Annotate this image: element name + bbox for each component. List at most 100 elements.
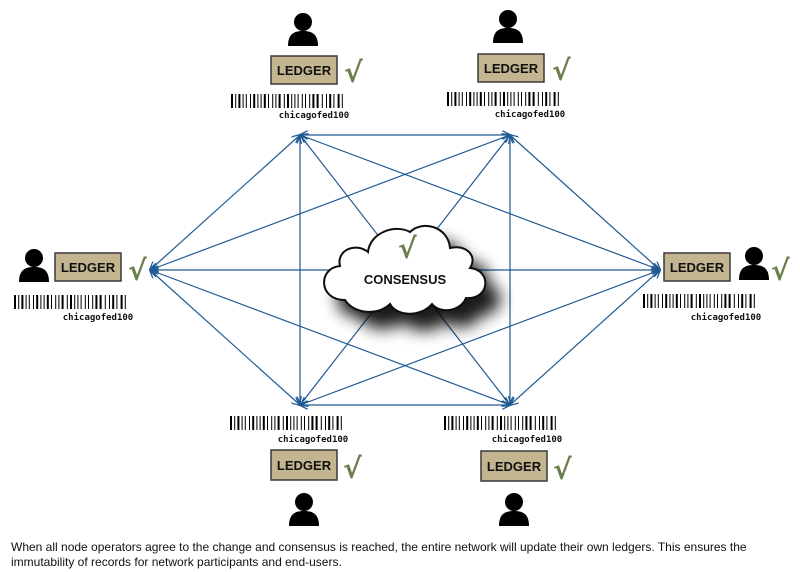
barcode-bar — [491, 92, 493, 106]
barcode-bar — [503, 92, 505, 106]
barcode-bar — [21, 295, 24, 309]
barcode-bar — [283, 94, 285, 108]
barcode-bar — [546, 416, 548, 430]
barcode-bar — [33, 295, 34, 309]
node-top-left: LEDGER √ chicagofed100 — [231, 13, 363, 121]
ledger-box — [477, 53, 545, 83]
barcode-bar — [109, 295, 110, 309]
barcode-bar — [61, 295, 64, 309]
ledger-label: LEDGER — [277, 63, 332, 78]
barcode-bar — [542, 416, 545, 430]
barcode-bar — [297, 94, 299, 108]
check-icon: √ — [128, 254, 147, 287]
barcode-bar — [253, 94, 256, 108]
barcode-bar — [326, 94, 327, 108]
barcode-bar — [484, 92, 485, 106]
barcode-bar — [500, 416, 502, 430]
barcode-bar — [444, 416, 446, 430]
barcode-bar — [494, 92, 497, 106]
barcode-bar — [305, 94, 306, 108]
barcode-bar — [80, 295, 82, 309]
barcode-bar — [473, 416, 475, 430]
barcode-bar — [311, 416, 314, 430]
person-icon — [289, 493, 319, 526]
barcode-bar — [510, 92, 512, 106]
barcode-bar — [238, 94, 241, 108]
barcode-bar — [66, 295, 68, 309]
ledger-box — [663, 252, 731, 282]
barcode-bar — [488, 416, 490, 430]
barcode-bar — [237, 416, 240, 430]
barcode-bar — [466, 416, 469, 430]
barcode-bar — [745, 294, 747, 308]
barcode-bar — [40, 295, 42, 309]
barcode-bar — [706, 294, 708, 308]
barcode-bar — [271, 416, 273, 430]
barcode-bar — [328, 416, 331, 430]
barcode-bar — [539, 416, 540, 430]
barcode-bar — [479, 92, 482, 106]
barcode-bar — [274, 416, 276, 430]
barcode-bar — [230, 416, 232, 430]
barcode-bar — [514, 416, 516, 430]
barcode-bar — [55, 295, 57, 309]
barcode-bar — [557, 92, 559, 106]
barcode-bar — [510, 416, 512, 430]
barcode-bar — [532, 92, 535, 106]
barcode-bar — [242, 94, 244, 108]
barcode-bar — [724, 294, 727, 308]
barcode-bar — [309, 94, 311, 108]
barcode-bar — [513, 92, 515, 106]
barcode-bar — [448, 416, 450, 430]
barcode-bar — [469, 92, 472, 106]
barcode-bar — [517, 92, 519, 106]
barcode-bar — [447, 92, 449, 106]
barcode-bar — [120, 295, 123, 309]
ledger-box — [480, 450, 548, 482]
barcode-bar — [112, 295, 115, 309]
barcode-bar — [504, 416, 506, 430]
barcode-bar — [528, 92, 531, 106]
ledger-label: LEDGER — [484, 61, 539, 76]
barcode-bar — [104, 295, 106, 309]
barcode-bar — [293, 416, 295, 430]
barcode-bar — [529, 416, 532, 430]
barcode-icon — [230, 416, 342, 430]
barcode-bar — [278, 94, 281, 108]
connection-arrow — [510, 270, 660, 405]
barcode-bar — [553, 92, 556, 106]
barcode-bar — [337, 94, 340, 108]
barcode-bar — [485, 416, 487, 430]
barcode-bar — [267, 416, 268, 430]
barcode-bar — [476, 92, 478, 106]
barcode-bar — [684, 294, 686, 308]
barcode-bar — [703, 294, 705, 308]
barcode-bar — [234, 416, 236, 430]
barcode-bar — [58, 295, 60, 309]
barcode-bar — [77, 295, 79, 309]
barcode-bar — [466, 92, 467, 106]
barcode-bar — [550, 416, 553, 430]
ledger-label: LEDGER — [277, 458, 332, 473]
ledger-box — [54, 252, 122, 282]
barcode-label: chicagofed100 — [691, 312, 761, 323]
connection-arrow — [150, 135, 300, 270]
barcode-bar — [256, 416, 258, 430]
barcode-bar — [329, 94, 332, 108]
barcode-bar — [333, 94, 335, 108]
connection-arrow — [150, 270, 300, 405]
caption-text: When all node operators agree to the cha… — [11, 540, 747, 569]
barcode-bar — [657, 294, 659, 308]
barcode-bar — [488, 92, 490, 106]
person-icon — [739, 247, 769, 280]
barcode-bar — [458, 416, 460, 430]
barcode-bar — [316, 94, 319, 108]
check-icon: √ — [343, 452, 362, 485]
barcode-bar — [542, 92, 543, 106]
barcode-bar — [257, 94, 259, 108]
barcode-bar — [312, 94, 315, 108]
barcode-bar — [36, 295, 39, 309]
barcode-bar — [675, 294, 678, 308]
barcode-bar — [341, 94, 343, 108]
barcode-bar — [753, 294, 755, 308]
